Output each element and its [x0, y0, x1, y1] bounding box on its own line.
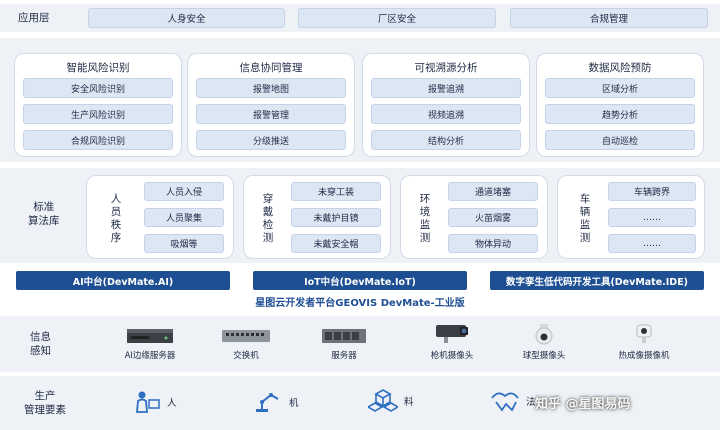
app-item-compliance: 合规管理 [510, 8, 708, 28]
device-dome-camera: 球型摄像头 [506, 322, 582, 361]
algo-group-title: 人员秩序 [110, 193, 122, 244]
module-risk-prevention: 数据风险预防 区域分析 趋势分析 自动巡检 [536, 53, 704, 157]
algo-item: 未戴安全帽 [291, 234, 381, 253]
factor-people: 人 [133, 390, 177, 414]
device-label: 球型摄像头 [522, 351, 566, 361]
device-label: AI边缘服务器 [124, 351, 176, 361]
factor-label: 料 [404, 397, 414, 408]
algo-item: 物体异动 [448, 234, 538, 253]
device-label: 交换机 [233, 351, 259, 361]
device-label: 服务器 [331, 351, 357, 361]
module-item: 合规风险识别 [23, 130, 173, 150]
module-item: 分级推送 [196, 130, 346, 150]
module-item: 自动巡检 [545, 130, 695, 150]
device-thermal-camera: 热成像摄像机 [604, 322, 684, 361]
algo-group-vehicle: 车辆监测 车辆跨界 …… …… [557, 175, 705, 259]
robot-arm-icon [256, 393, 279, 412]
factor-machine: 机 [253, 390, 299, 414]
algo-item: …… [608, 234, 696, 253]
factor-label: 机 [289, 398, 299, 409]
module-item: 结构分析 [371, 130, 521, 150]
module-title: 可视溯源分析 [414, 62, 478, 74]
device-ai-edge-server: AI边缘服务器 [110, 326, 190, 361]
server-icon [322, 329, 366, 343]
module-title: 信息协同管理 [239, 62, 303, 74]
switch-icon [222, 330, 270, 342]
device-label: 枪机摄像头 [430, 351, 474, 361]
module-risk-identification: 智能风险识别 安全风险识别 生产风险识别 合规风险识别 [14, 53, 182, 157]
boxes-icon [368, 389, 398, 412]
algo-item: 未穿工装 [291, 182, 381, 201]
factor-label: 人 [167, 398, 177, 409]
module-item: 生产风险识别 [23, 104, 173, 124]
thermal-camera-icon [636, 324, 652, 343]
algo-item: 通道堵塞 [448, 182, 538, 201]
algo-group-title: 环境监测 [419, 193, 431, 244]
algo-group-title: 穿戴检测 [262, 193, 274, 244]
method-icon [491, 392, 519, 412]
platform-ide: 数字孪生低代码开发工具(DevMate.IDE) [490, 271, 704, 290]
bullet-camera-icon [436, 325, 468, 343]
algo-item: 车辆跨界 [608, 182, 696, 201]
algo-item: …… [608, 208, 696, 227]
factor-material: 料 [368, 388, 414, 414]
algo-item: 未戴护目镜 [291, 208, 381, 227]
production-label: 生产 管理要素 [24, 390, 66, 416]
algorithm-library-label: 标准 算法库 [28, 201, 60, 227]
device-server: 服务器 [306, 326, 382, 361]
algo-item: 火苗烟雾 [448, 208, 538, 227]
module-item: 安全风险识别 [23, 78, 173, 98]
perception-band [0, 316, 720, 372]
module-item: 报警追溯 [371, 78, 521, 98]
edge-server-icon [127, 329, 173, 343]
watermark: 知乎 @星图易码 [535, 397, 631, 412]
module-title: 智能风险识别 [66, 62, 130, 74]
module-traceability-analysis: 可视溯源分析 报警追溯 视频追溯 结构分析 [362, 53, 530, 157]
factor-label: 法 [526, 397, 536, 408]
algo-item: 吸烟等 [144, 234, 224, 253]
module-info-collaboration: 信息协同管理 报警地图 报警管理 分级推送 [187, 53, 355, 157]
algo-group-personnel: 人员秩序 人员入侵 人员聚集 吸烟等 [86, 175, 234, 259]
algo-group-title: 车辆监测 [579, 193, 591, 244]
factor-method: 法 [490, 388, 536, 414]
device-switch: 交换机 [208, 326, 284, 361]
platform-caption: 星图云开发者平台GEOVIS DevMate-工业版 [255, 298, 465, 309]
dome-camera-icon [535, 324, 553, 345]
device-label: 热成像摄像机 [618, 351, 670, 361]
algo-item: 人员聚集 [144, 208, 224, 227]
module-title: 数据风险预防 [588, 62, 652, 74]
module-item: 报警地图 [196, 78, 346, 98]
algo-group-wearing: 穿戴检测 未穿工装 未戴护目镜 未戴安全帽 [243, 175, 391, 259]
device-bullet-camera: 枪机摄像头 [414, 322, 490, 361]
module-item: 区域分析 [545, 78, 695, 98]
algo-group-environment: 环境监测 通道堵塞 火苗烟雾 物体异动 [400, 175, 548, 259]
production-band [0, 376, 720, 430]
application-layer-label: 应用层 [18, 12, 50, 24]
module-item: 趋势分析 [545, 104, 695, 124]
algo-item: 人员入侵 [144, 182, 224, 201]
module-item: 视频追溯 [371, 104, 521, 124]
worker-icon [136, 391, 160, 413]
platform-ai: AI中台(DevMate.AI) [16, 271, 230, 290]
app-item-plant-safety: 厂区安全 [298, 8, 496, 28]
perception-label: 信息 感知 [30, 331, 51, 357]
platform-iot: IoT中台(DevMate.IoT) [253, 271, 467, 290]
module-item: 报警管理 [196, 104, 346, 124]
app-item-personal-safety: 人身安全 [88, 8, 285, 28]
